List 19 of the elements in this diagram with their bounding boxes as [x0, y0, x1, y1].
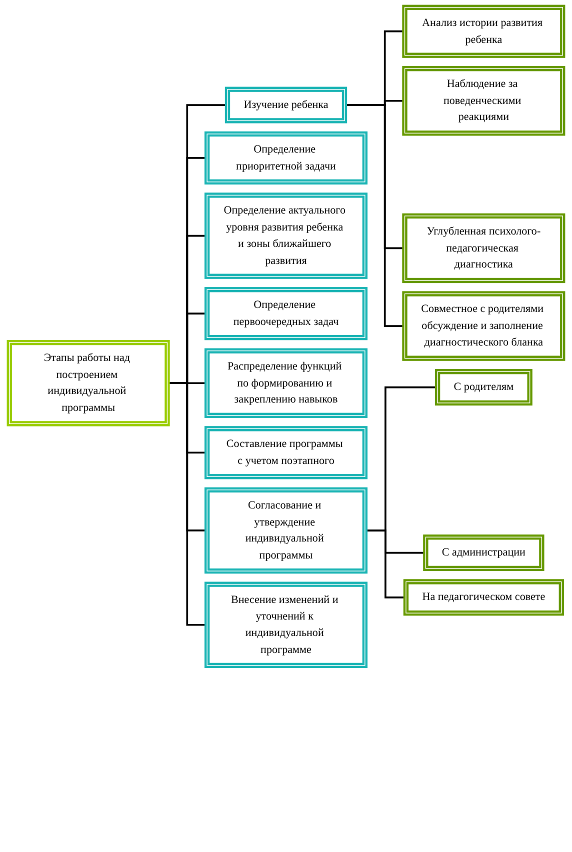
node-box: Определение первоочередных задач [204, 287, 368, 340]
node-box: Распределение функций по формированию и закреплению навыков [204, 348, 368, 418]
node-box: С администрации [423, 534, 544, 572]
node-box: Составление программы с учетом поэтапного [204, 426, 368, 480]
node-box: На педагогическом совете [403, 579, 564, 616]
node-box: Наблюдение за поведенческими реакциями [402, 66, 566, 136]
node-box: Внесение изменений и уточнений к индивидуальной программе [204, 582, 368, 668]
node-box: Определение приоритетной задачи [204, 131, 368, 184]
node-box: С родителям [434, 369, 532, 406]
connector [168, 382, 206, 626]
node-box: Совместное с родителями обсуждение и заполнение диагностического бланка [402, 291, 566, 361]
node-box: Согласование и утверждение индивидуальной программы [204, 487, 368, 574]
node-box: Определение актуального уровня развития ребенка и зоны ближайшего развития [204, 192, 368, 279]
node-box: Углубленная психолого-педагогическая диагностика [402, 213, 566, 284]
node-box: Анализ истории развития ребенка [402, 4, 566, 58]
node-box: Этапы работы над построением индивидуальной программы [6, 340, 170, 426]
connector [366, 530, 404, 598]
node-box: Изучение ребенка [224, 86, 348, 124]
connector [346, 104, 404, 327]
